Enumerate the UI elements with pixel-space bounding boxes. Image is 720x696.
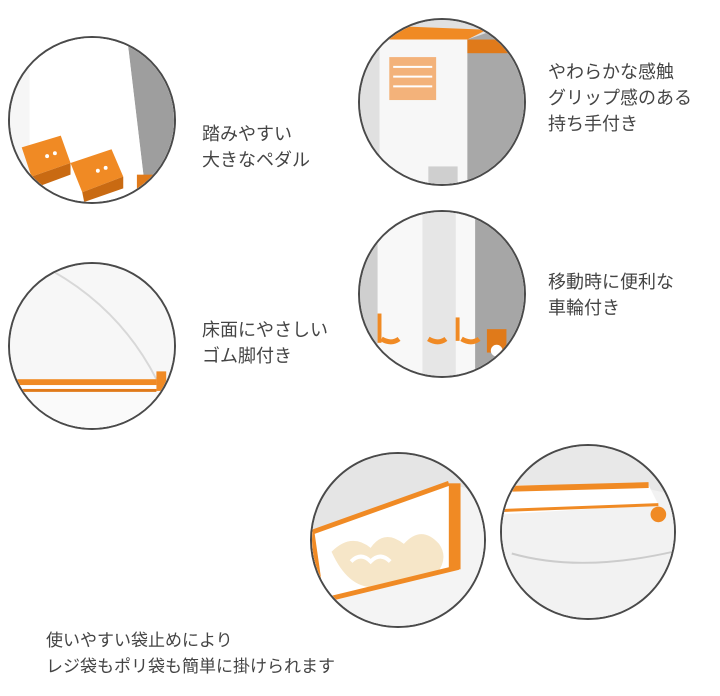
bag-holder-illustration [312,454,484,626]
pedal-closeup-image [8,36,176,204]
bag-holder-closeup-image [310,452,486,628]
pedal-caption: 踏みやすい 大きなペダル [202,124,310,171]
rubber-feet-illustration [10,264,174,428]
pedal-illustration [10,38,174,202]
bag-rim-illustration [502,446,674,618]
bag-rim-closeup-image [500,444,676,620]
rubber-feet-closeup-image [8,262,176,430]
wheels-caption: 移動時に便利な 車輪付き [548,272,674,319]
handle-illustration [360,20,524,184]
bag-holder-caption: 使いやすい袋止めにより レジ袋もポリ袋も簡単に掛けられます [46,631,335,677]
handle-grip [389,57,437,101]
handle-caption: やわらかな感触 グリップ感のある 持ち手付き [548,62,692,135]
rubber-feet-caption: 床面にやさしい ゴム脚付き [202,320,328,367]
left-pedal [21,135,71,189]
wheels-closeup-image [358,210,526,378]
handle-closeup-image [358,18,526,186]
right-pedal [70,149,124,202]
wheels-illustration [360,212,524,376]
